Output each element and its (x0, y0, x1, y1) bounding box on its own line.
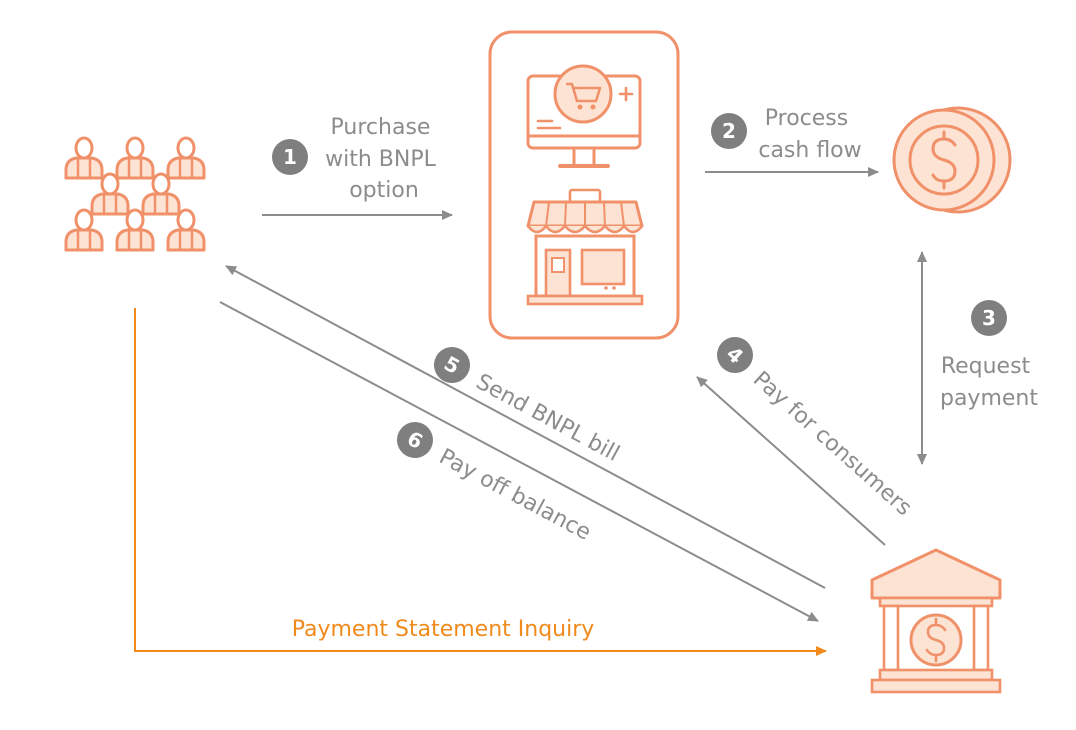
coin-dollar-icon (892, 106, 1012, 214)
step-1-badge: 1 (272, 139, 308, 175)
step-6-badge (397, 422, 433, 458)
arrow-pay-off-balance (219, 301, 819, 622)
step-3-label: Request payment (940, 354, 1038, 411)
step-5-label: Send BNPL bill (472, 370, 624, 467)
payment-statement-inquiry-label: Payment Statement Inquiry (292, 617, 595, 642)
arrow-send-bnpl-bill (225, 265, 826, 589)
bank-dollar-icon (870, 548, 1002, 694)
arrow-payment-statement-inquiry (134, 308, 827, 656)
merchant-box (488, 30, 680, 340)
svg-text:3: 3 (982, 306, 996, 330)
online-store-monitor-icon (526, 64, 642, 168)
consumers-group-icon (64, 136, 206, 252)
step-2-label: Process cash flow (758, 106, 861, 163)
step-5-badge (434, 347, 470, 383)
svg-text:2: 2 (722, 119, 736, 143)
storefront-icon (526, 188, 644, 306)
step-4-badge (717, 337, 753, 373)
svg-text:1: 1 (283, 145, 297, 169)
arrow-pay-for-consumers (696, 376, 886, 546)
step-4-label-group: 4 Pay for consumers (717, 337, 916, 521)
step-3-badge: 3 (971, 300, 1007, 336)
step-1-label: Purchase with BNPL option (325, 115, 443, 203)
step-2-badge: 2 (711, 113, 747, 149)
